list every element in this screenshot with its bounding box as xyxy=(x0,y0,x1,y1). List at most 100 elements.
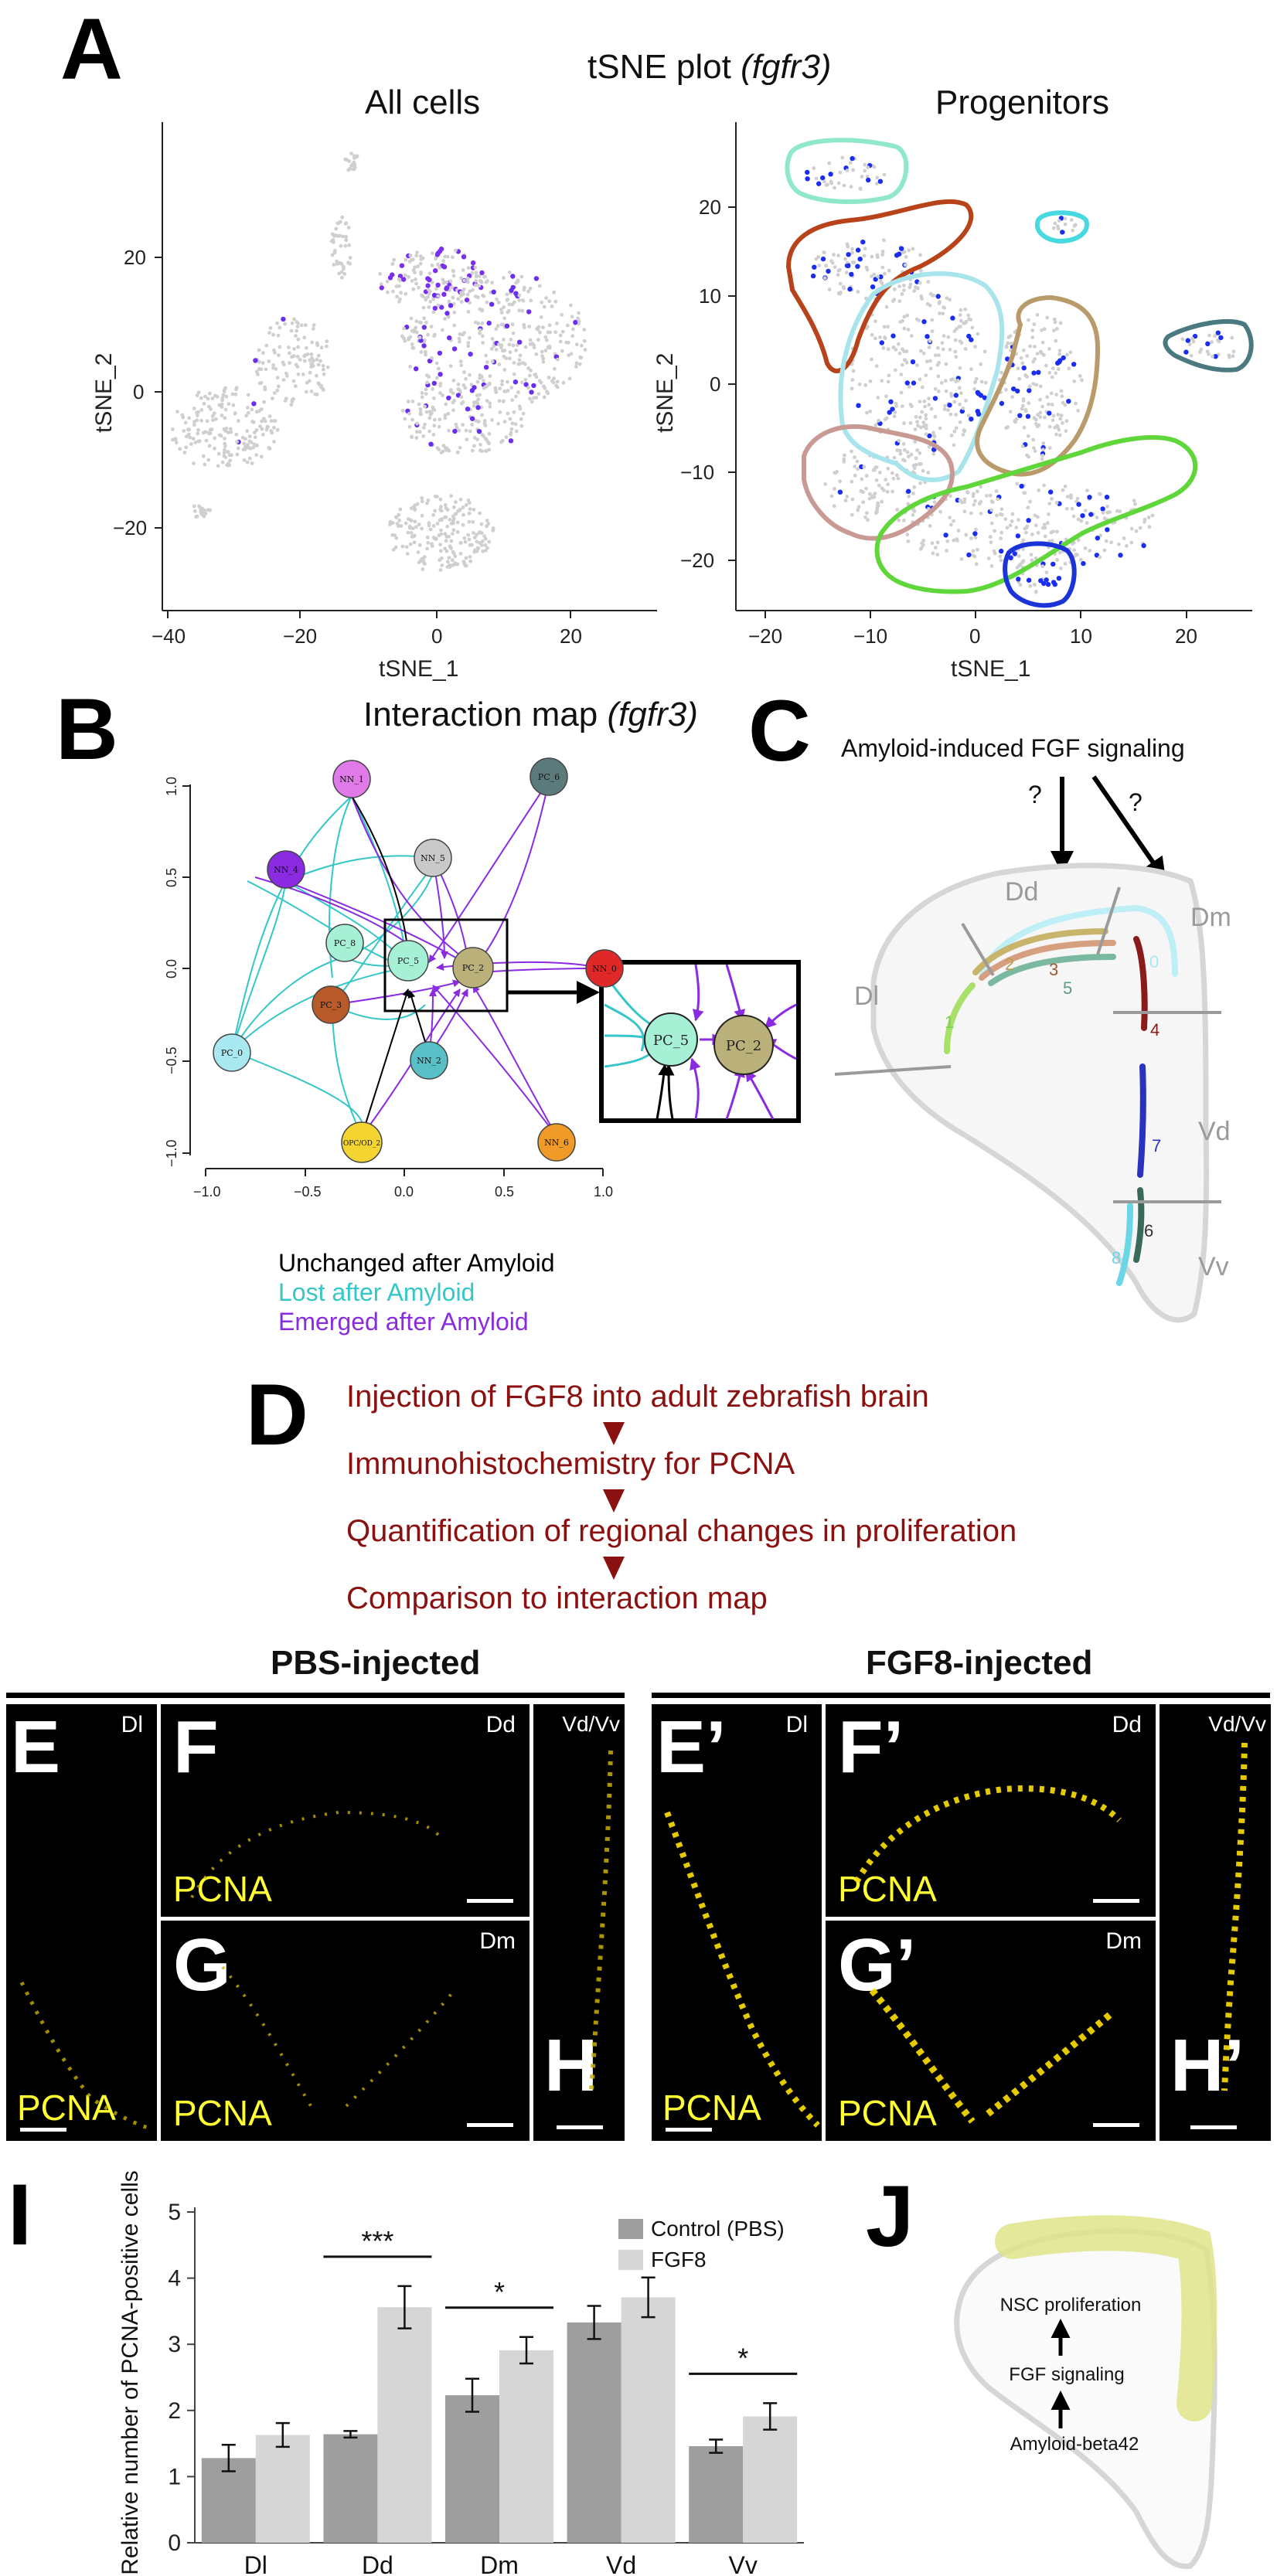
tsne-point xyxy=(506,379,509,384)
tsne-point xyxy=(918,253,922,257)
tsne-point xyxy=(443,546,448,551)
tsne-point xyxy=(394,284,399,288)
tsne-point xyxy=(201,430,206,435)
tsne-point xyxy=(576,316,581,321)
tsne-point xyxy=(488,381,492,386)
tsne-point xyxy=(497,399,502,403)
tsne-point xyxy=(848,161,853,165)
tsne-point xyxy=(937,390,941,393)
tsne-point xyxy=(408,254,413,257)
tsne-point xyxy=(250,461,254,465)
tsne-point xyxy=(206,508,210,512)
tsne-point xyxy=(174,441,179,445)
tsne-point xyxy=(832,253,836,257)
tsne-point xyxy=(560,312,564,317)
tsne-point xyxy=(407,260,412,264)
tsne-point-highlight xyxy=(529,390,534,395)
tsne-point xyxy=(464,556,468,560)
a-right-ytick-2: 0 xyxy=(710,373,720,396)
tsne-point xyxy=(466,266,471,271)
tsne-point xyxy=(221,393,226,397)
tsne-point xyxy=(213,446,216,451)
tsne-point-highlight xyxy=(448,303,454,308)
tsne-point xyxy=(404,257,408,262)
tsne-point xyxy=(347,159,351,163)
tsne-point xyxy=(193,509,197,513)
tsne-point xyxy=(487,441,491,446)
tsne-point xyxy=(470,448,475,453)
tsne-point xyxy=(418,407,423,411)
tsne-point xyxy=(544,296,548,300)
tsne-point-highlight xyxy=(441,291,447,297)
tsne-point xyxy=(488,404,492,409)
tsne-point xyxy=(830,260,835,265)
tsne-point xyxy=(824,264,828,268)
tsne-point xyxy=(479,280,484,284)
tsne-point xyxy=(463,563,468,568)
tsne-point-highlight xyxy=(857,257,863,262)
tsne-point xyxy=(485,360,489,364)
tsne-point xyxy=(349,151,353,156)
tsne-point-highlight xyxy=(428,441,434,447)
tsne-point xyxy=(850,260,855,264)
tsne-point xyxy=(199,418,203,423)
tsne-point xyxy=(295,328,299,333)
tsne-point xyxy=(502,368,507,372)
tsne-point xyxy=(303,323,308,328)
tsne-point xyxy=(443,317,447,321)
tsne-point xyxy=(417,320,422,325)
tsne-point xyxy=(247,410,250,415)
tsne-point xyxy=(583,348,587,352)
tsne-point xyxy=(425,373,429,377)
tsne-point xyxy=(882,238,886,243)
tsne-point-highlight xyxy=(433,268,438,274)
tsne-point-highlight xyxy=(805,169,810,175)
tsne-point xyxy=(455,530,460,534)
tsne-point xyxy=(208,431,213,435)
tsne-point xyxy=(451,505,456,509)
tsne-point xyxy=(1187,342,1192,346)
tsne-point xyxy=(197,504,201,509)
tsne-point xyxy=(449,539,454,543)
tsne-point xyxy=(406,530,410,535)
tsne-point xyxy=(924,373,928,377)
tsne-point xyxy=(1189,353,1194,358)
tsne-point xyxy=(1056,224,1060,229)
tsne-point xyxy=(426,498,431,502)
tsne-point xyxy=(414,277,417,281)
tsne-point xyxy=(322,372,326,376)
tsne-point-highlight xyxy=(438,372,443,377)
tsne-point xyxy=(268,326,273,330)
tsne-point xyxy=(192,461,196,465)
tsne-point xyxy=(551,380,556,385)
tsne-point xyxy=(475,549,479,553)
tsne-point xyxy=(436,294,441,298)
tsne-point xyxy=(184,445,189,450)
tsne-point xyxy=(1217,339,1221,344)
tsne-point xyxy=(415,330,419,335)
tsne-point xyxy=(430,356,434,360)
tsne-point xyxy=(413,265,417,270)
tsne-point-highlight xyxy=(452,428,458,434)
tsne-point xyxy=(856,290,860,294)
tsne-point xyxy=(903,263,908,267)
tsne-point xyxy=(1199,347,1204,352)
tsne-point xyxy=(543,335,548,339)
tsne-point xyxy=(865,174,870,179)
tsne-point xyxy=(303,353,308,357)
tsne-point xyxy=(206,458,211,462)
tsne-point xyxy=(464,428,468,433)
tsne-point xyxy=(502,354,506,359)
tsne-point xyxy=(397,519,402,522)
tsne-point xyxy=(488,374,492,378)
tsne-point xyxy=(911,247,915,251)
tsne-point xyxy=(534,396,539,400)
tsne-point xyxy=(443,413,448,417)
tsne-point xyxy=(414,281,418,286)
tsne-point xyxy=(311,327,315,331)
tsne-point xyxy=(254,443,258,447)
tsne-point xyxy=(451,400,455,405)
tsne-point-highlight xyxy=(469,416,475,421)
tsne-point xyxy=(438,417,442,422)
tsne-point xyxy=(1057,219,1061,223)
